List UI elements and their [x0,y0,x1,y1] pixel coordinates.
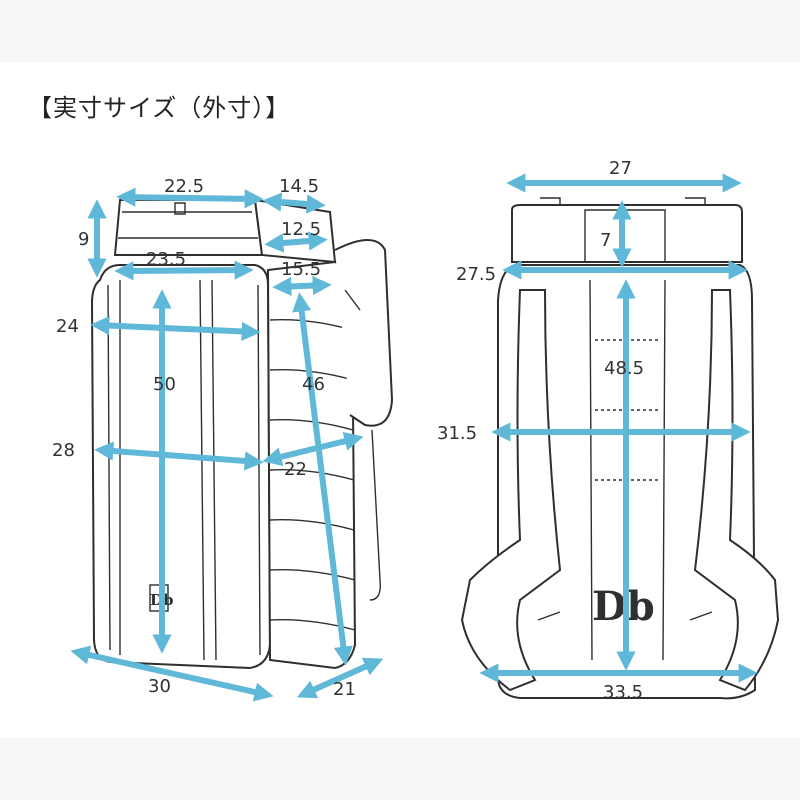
label-back-base-width: 33.5 [603,682,643,703]
label-top-width: 22.5 [164,176,204,197]
dim-line-top-width [116,187,264,209]
dim-line-inner-width [114,260,254,281]
dim-line-upper-width [90,316,261,341]
front-dimension-lines [70,187,384,702]
page-title: 【実寸サイズ（外寸）】 [28,94,291,122]
front-dimension-labels: 22.5 14.5 9 12.5 23.5 15.5 24 50 46 28 2… [52,176,356,700]
backpack-back-view: Db [460,197,780,700]
dim-line-base-depth [296,657,384,699]
label-inner-width: 23.5 [146,249,186,270]
back-dimension-labels: 27 7 27.5 48.5 31.5 33.5 [437,158,644,703]
dim-line-mid-depth [264,231,328,253]
label-lower-depth: 15.5 [281,259,321,280]
top-lid [113,199,264,256]
label-mid-depth: 12.5 [281,219,321,240]
dim-line-base-width [70,645,274,702]
label-side-height: 46 [302,374,325,395]
dim-line-top-depth [262,192,326,214]
label-back-mid-width: 31.5 [437,423,477,444]
dim-line-side-depth [262,431,364,467]
label-upper-width: 24 [56,316,79,337]
label-back-top-width: 27 [609,158,632,179]
back-dimension-lines [479,173,758,683]
label-handle-height: 7 [600,230,611,251]
label-side-depth: 22 [284,459,307,480]
label-base-depth: 21 [333,679,356,700]
dim-line-lower-depth [272,275,332,297]
dim-line-lower-width [94,441,264,471]
top-block [511,204,743,263]
label-top-height: 9 [78,229,89,250]
dim-line-side-height [292,292,353,666]
label-top-depth: 14.5 [279,176,319,197]
label-height: 50 [153,374,176,395]
label-back-height: 48.5 [604,358,644,379]
label-lower-width: 28 [52,440,75,461]
label-back-upper-width: 27.5 [456,264,496,285]
label-base-width: 30 [148,676,171,697]
